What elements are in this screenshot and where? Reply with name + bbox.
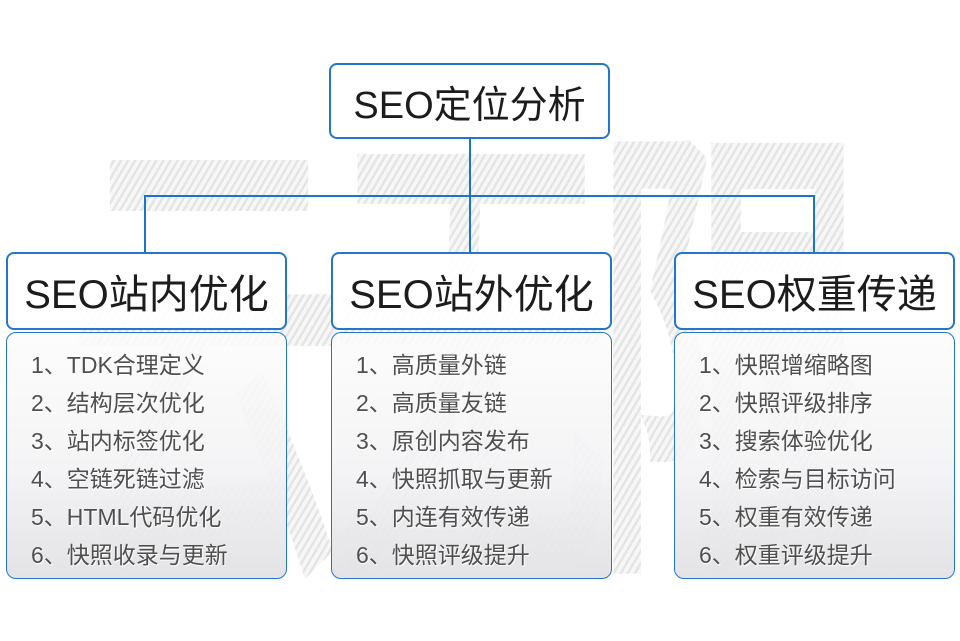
column-weight-header: SEO权重传递 <box>674 252 955 330</box>
list-item: 3、原创内容发布 <box>356 428 530 454</box>
connector-horizontal <box>144 195 815 197</box>
list-item: 2、高质量友链 <box>356 390 507 416</box>
root-node-title: SEO定位分析 <box>353 84 586 127</box>
list-item: 5、内连有效传递 <box>356 504 530 530</box>
list-item: 4、空链死链过滤 <box>31 466 205 492</box>
column-onsite-title: SEO站内优化 <box>24 273 269 317</box>
list-item: 3、站内标签优化 <box>31 428 205 454</box>
connector-root-drop <box>469 139 471 196</box>
list-item: 6、快照收录与更新 <box>31 542 228 568</box>
list-item: 6、快照评级提升 <box>356 542 530 568</box>
root-node: SEO定位分析 <box>329 63 610 139</box>
connector-drop-right <box>813 196 815 252</box>
column-offsite-header: SEO站外优化 <box>331 252 612 330</box>
column-onsite-header: SEO站内优化 <box>6 252 287 330</box>
list-item: 2、快照评级排序 <box>699 390 873 416</box>
list-item: 1、TDK合理定义 <box>31 352 205 378</box>
connector-drop-middle <box>469 196 471 252</box>
list-item: 5、权重有效传递 <box>699 504 873 530</box>
list-item: 3、搜索体验优化 <box>699 428 873 454</box>
column-onsite-list: 1、TDK合理定义 2、结构层次优化 3、站内标签优化 4、空链死链过滤 5、H… <box>6 332 287 579</box>
list-item: 1、高质量外链 <box>356 352 507 378</box>
column-weight-list: 1、快照增缩略图 2、快照评级排序 3、搜索体验优化 4、检索与目标访问 5、权… <box>674 332 955 579</box>
list-item: 5、HTML代码优化 <box>31 504 222 530</box>
column-offsite-title: SEO站外优化 <box>349 273 594 317</box>
column-offsite-list: 1、高质量外链 2、高质量友链 3、原创内容发布 4、快照抓取与更新 5、内连有… <box>331 332 612 579</box>
list-item: 1、快照增缩略图 <box>699 352 873 378</box>
column-weight-title: SEO权重传递 <box>692 273 937 317</box>
list-item: 2、结构层次优化 <box>31 390 205 416</box>
list-item: 6、权重评级提升 <box>699 542 873 568</box>
connector-drop-left <box>144 196 146 252</box>
list-item: 4、检索与目标访问 <box>699 466 896 492</box>
list-item: 4、快照抓取与更新 <box>356 466 553 492</box>
